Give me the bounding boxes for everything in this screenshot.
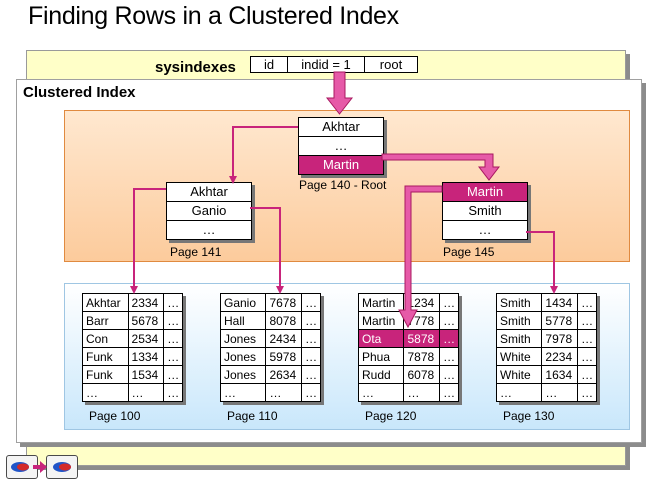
leaf-page-130-label: Page 130 xyxy=(503,409,555,423)
sysindexes-col-root: root xyxy=(364,56,418,73)
slide-icon xyxy=(53,462,71,472)
table-cell: 1634 xyxy=(541,365,579,384)
table-cell: … xyxy=(439,365,459,384)
table-cell: Jones xyxy=(219,365,267,384)
table-cell: 5878 xyxy=(403,329,441,348)
table-cell: Funk xyxy=(82,365,129,384)
sysindexes-label: sysindexes xyxy=(155,59,236,76)
root-row: … xyxy=(299,137,383,156)
root-page-label: Page 140 - Root xyxy=(299,178,387,192)
search-arrow-root-to-145 xyxy=(381,153,501,181)
page-145-node: Martin Smith … xyxy=(442,182,528,240)
table-cell: Jones xyxy=(219,347,267,366)
slide-icon xyxy=(11,462,29,472)
page-145-row-highlighted: Martin xyxy=(443,183,527,202)
table-cell: … xyxy=(163,329,183,348)
connector-145-to-130 xyxy=(526,231,558,294)
root-row: Akhtar xyxy=(299,118,383,137)
table-cell: Ota xyxy=(357,329,405,348)
table-cell: … xyxy=(82,383,129,402)
table-cell: … xyxy=(357,383,405,402)
table-cell: Rudd xyxy=(357,365,405,384)
page-145-label: Page 145 xyxy=(443,245,495,259)
page-141-row: Akhtar xyxy=(167,183,251,202)
sysindexes-table: id indid = 1 root xyxy=(250,56,418,73)
table-cell: 5678 xyxy=(127,311,165,330)
table-cell: … xyxy=(163,293,183,312)
previous-slide-button[interactable] xyxy=(6,455,38,479)
table-cell: … xyxy=(577,365,597,384)
page-141-label: Page 141 xyxy=(170,245,222,259)
table-cell: … xyxy=(439,329,459,348)
table-cell: … xyxy=(577,329,597,348)
page-145-row: Smith xyxy=(443,202,527,221)
page-145-row: … xyxy=(478,222,492,237)
next-slide-button[interactable] xyxy=(46,455,78,479)
table-cell: Akhtar xyxy=(82,293,129,312)
leaf-page-120-label: Page 120 xyxy=(365,409,417,423)
table-cell: … xyxy=(127,383,165,402)
table-cell: … xyxy=(439,293,459,312)
root-page-node: Akhtar … Martin xyxy=(298,117,384,175)
table-cell: … xyxy=(439,383,459,402)
table-cell: Martin xyxy=(357,311,405,330)
page-141-row: … xyxy=(202,222,216,237)
table-cell: 2234 xyxy=(541,347,579,366)
table-cell: … xyxy=(577,383,597,402)
root-row-highlighted: Martin xyxy=(299,156,383,174)
table-cell: 2534 xyxy=(127,329,165,348)
table-cell: … xyxy=(163,311,183,330)
table-cell: Hall xyxy=(219,311,267,330)
table-cell: … xyxy=(403,383,441,402)
table-cell: … xyxy=(163,383,183,402)
table-cell: Barr xyxy=(82,311,129,330)
table-cell: … xyxy=(301,293,321,312)
table-cell: … xyxy=(439,347,459,366)
clustered-index-label: Clustered Index xyxy=(23,84,136,101)
connector-141-to-100 xyxy=(130,188,166,294)
page-141-node: Akhtar Ganio … xyxy=(166,182,252,240)
table-row: ……… xyxy=(219,383,321,402)
table-cell: … xyxy=(219,383,267,402)
table-row: ……… xyxy=(495,383,597,402)
search-arrow-145-to-120 xyxy=(398,185,443,329)
page-141-row: Ganio xyxy=(167,202,251,221)
leaf-page-100-label: Page 100 xyxy=(89,409,141,423)
leaf-page-110-label: Page 110 xyxy=(227,409,278,423)
table-cell: Funk xyxy=(82,347,129,366)
table-row: ……… xyxy=(357,383,459,402)
table-cell: … xyxy=(541,383,579,402)
table-cell: … xyxy=(265,383,303,402)
table-cell: … xyxy=(495,383,543,402)
table-cell: Martin xyxy=(357,293,405,312)
connector-141-to-110 xyxy=(250,207,284,294)
table-row: ……… xyxy=(82,383,183,402)
table-cell: … xyxy=(301,383,321,402)
table-cell: … xyxy=(301,347,321,366)
connector-root-to-141 xyxy=(229,126,298,184)
search-arrow-sysindexes-to-root xyxy=(325,71,354,115)
table-cell: 6078 xyxy=(403,365,441,384)
table-cell: … xyxy=(163,365,183,384)
table-cell: 2434 xyxy=(265,329,303,348)
slide-title: Finding Rows in a Clustered Index xyxy=(28,2,399,30)
sysindexes-col-indid: indid = 1 xyxy=(287,56,365,73)
